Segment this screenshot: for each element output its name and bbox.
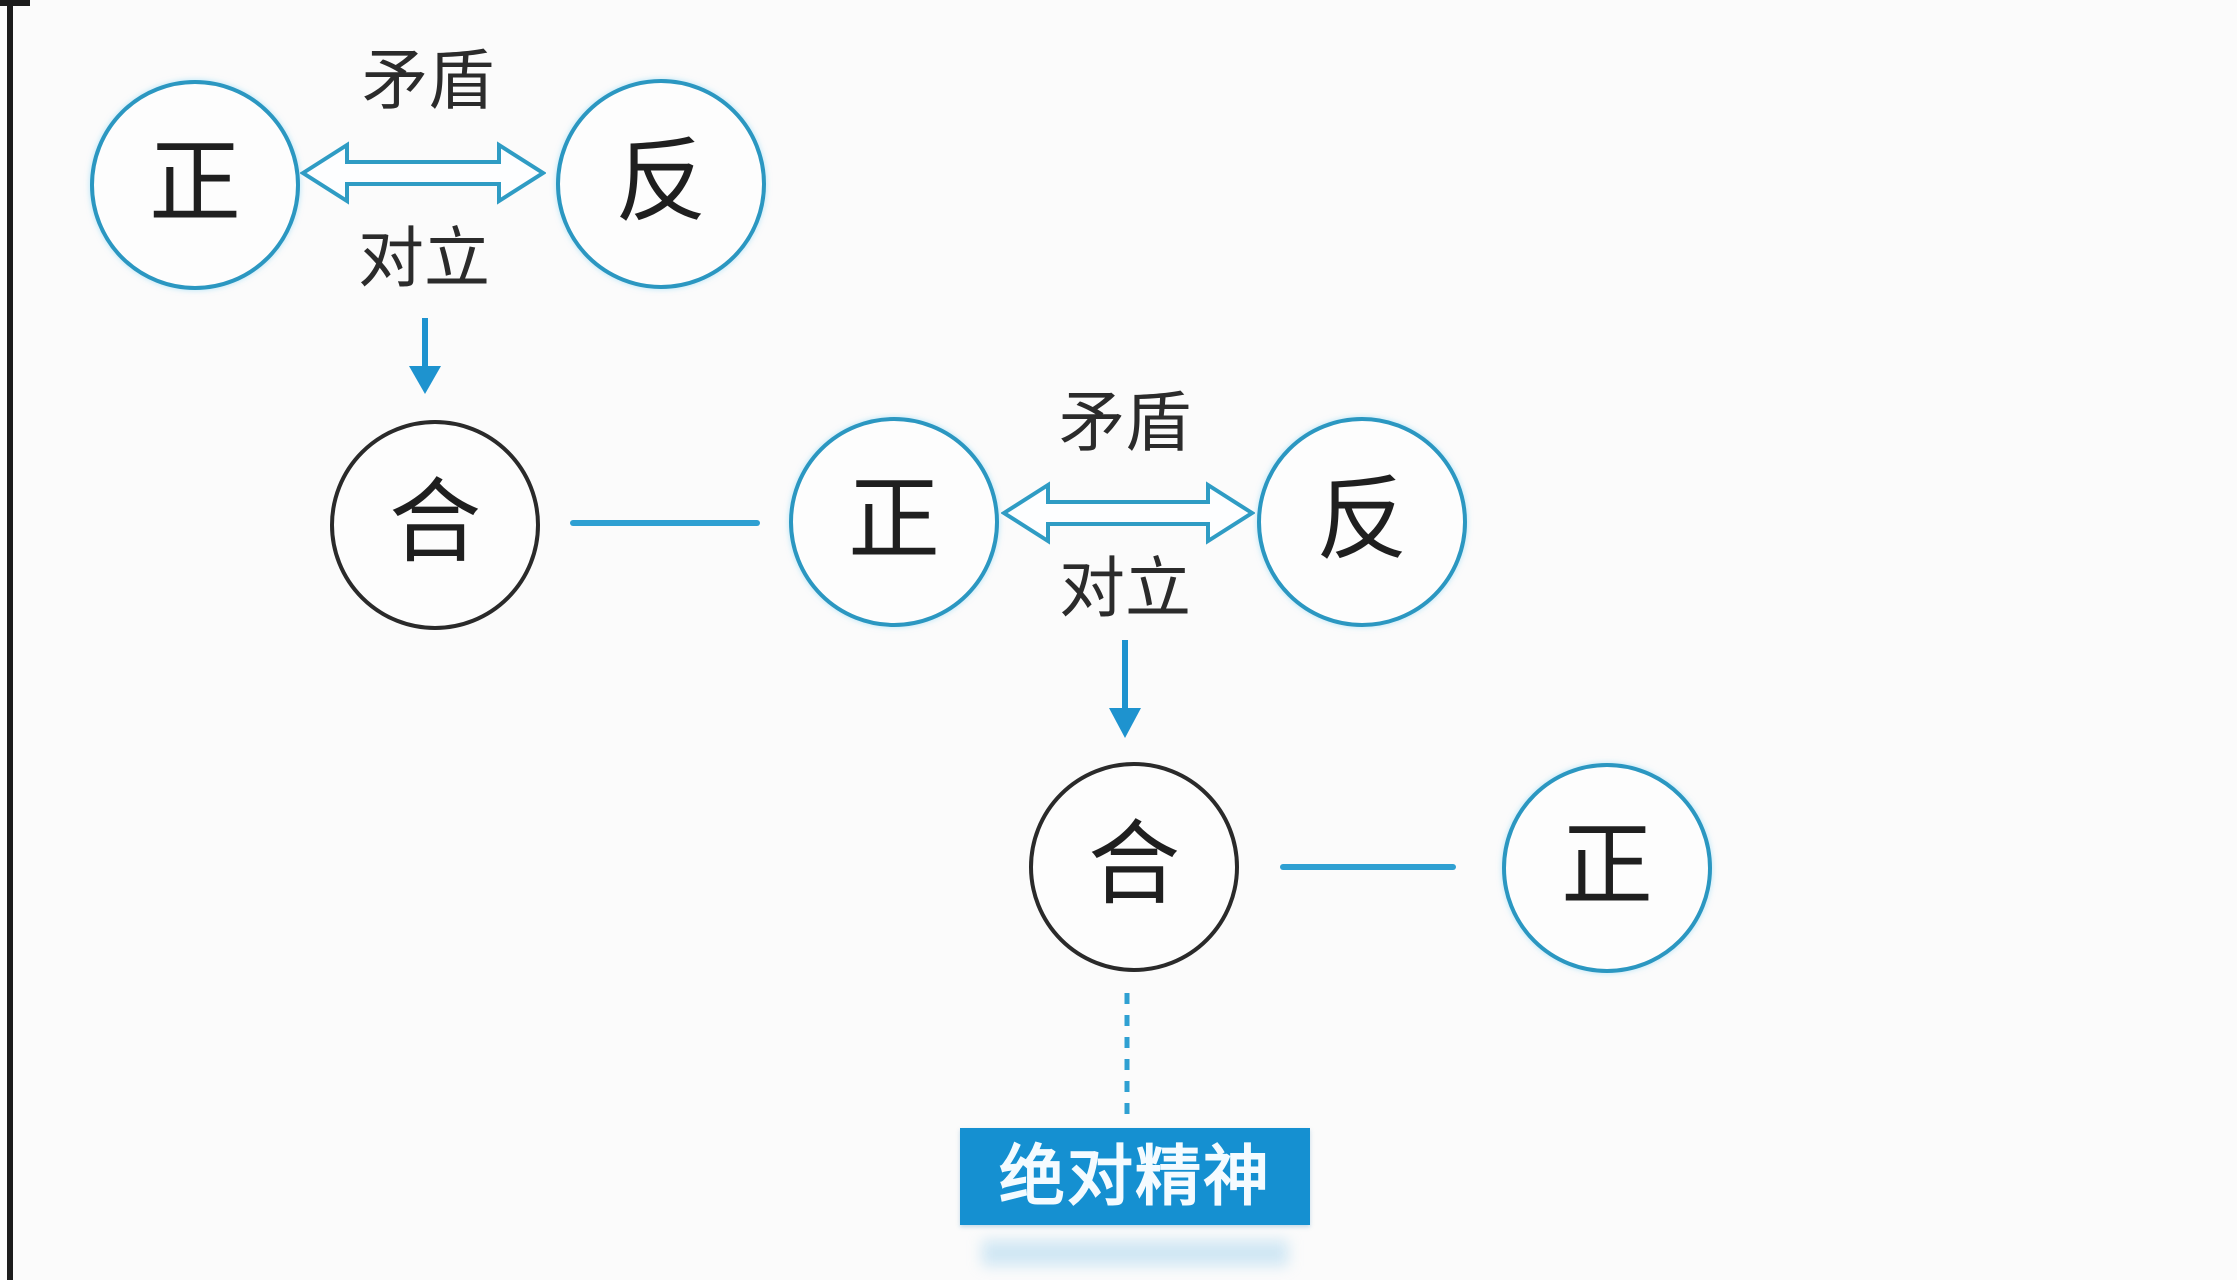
node-thesis-3: 正 bbox=[1502, 763, 1712, 973]
dotted-line bbox=[1124, 993, 1130, 1121]
node-label: 正 bbox=[148, 129, 241, 236]
node-label: 反 bbox=[614, 128, 707, 235]
top-border-stub bbox=[0, 0, 30, 6]
node-label: 正 bbox=[1560, 812, 1653, 919]
edge-label-contradiction: 矛盾 bbox=[1059, 384, 1191, 461]
box-reflection bbox=[982, 1240, 1288, 1266]
node-thesis-2: 正 bbox=[789, 417, 999, 627]
node-antithesis-1: 反 bbox=[556, 79, 766, 289]
double-arrow-icon bbox=[300, 141, 546, 205]
node-antithesis-2: 反 bbox=[1257, 417, 1467, 627]
edge-label-opposition: 对立 bbox=[358, 220, 490, 297]
node-label: 正 bbox=[847, 466, 940, 573]
node-label: 合 bbox=[388, 469, 481, 576]
edge-label-contradiction: 矛盾 bbox=[362, 42, 494, 119]
edge-label-opposition: 对立 bbox=[1059, 550, 1191, 627]
connector-line bbox=[1280, 864, 1456, 870]
node-thesis-1: 正 bbox=[90, 80, 300, 290]
left-border-line bbox=[7, 0, 13, 1280]
absolute-spirit-label: 绝对精神 bbox=[999, 1137, 1271, 1215]
down-arrow-icon bbox=[1109, 640, 1141, 738]
node-synthesis-1: 合 bbox=[330, 420, 540, 630]
down-arrow-icon bbox=[409, 318, 441, 394]
node-label: 合 bbox=[1087, 811, 1180, 918]
double-arrow-icon bbox=[1001, 481, 1255, 545]
connector-line bbox=[570, 520, 760, 526]
absolute-spirit-box: 绝对精神 bbox=[960, 1128, 1310, 1225]
node-synthesis-2: 合 bbox=[1029, 762, 1239, 972]
node-label: 反 bbox=[1315, 466, 1408, 573]
